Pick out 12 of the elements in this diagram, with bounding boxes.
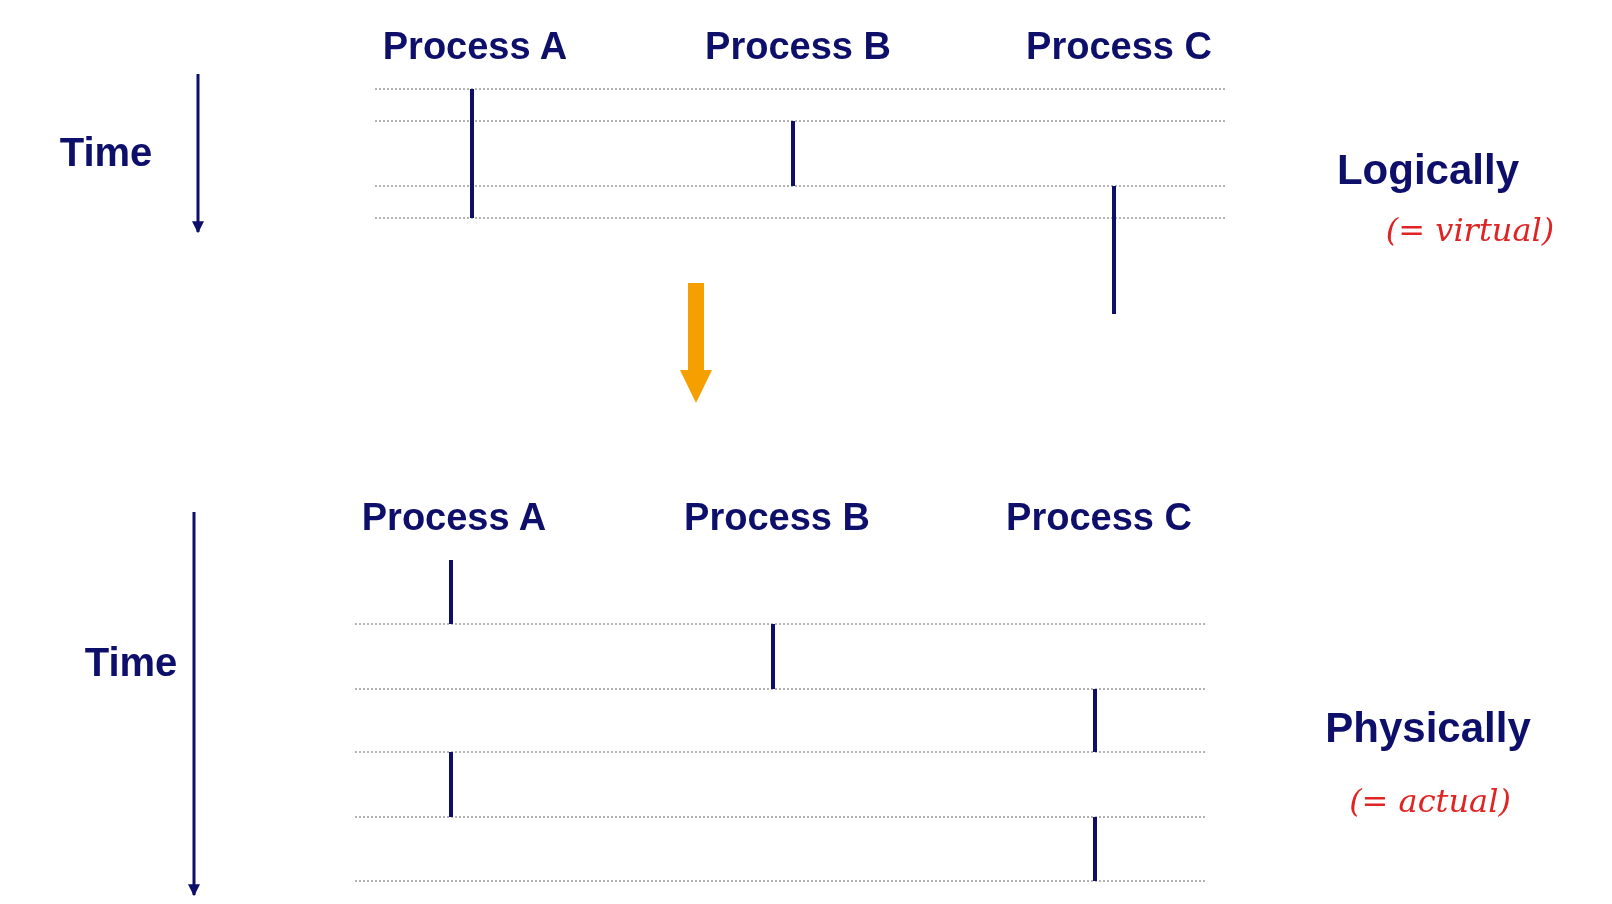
heading-label: Time <box>84 642 178 682</box>
heading-label: Process B <box>684 498 870 536</box>
heading-label: Process A <box>382 27 568 65</box>
handwritten-note: (= virtual) <box>1385 214 1555 246</box>
handwritten-note: (= actual) <box>1349 785 1511 817</box>
heading-label: Process C <box>1026 27 1212 65</box>
heading-label: Process C <box>1006 498 1192 536</box>
heading-label: Process B <box>705 27 891 65</box>
heading-label: Logically <box>1336 149 1520 191</box>
heading-label: Time <box>59 132 153 172</box>
heading-label: Physically <box>1325 707 1531 749</box>
heading-label: Process A <box>361 498 547 536</box>
